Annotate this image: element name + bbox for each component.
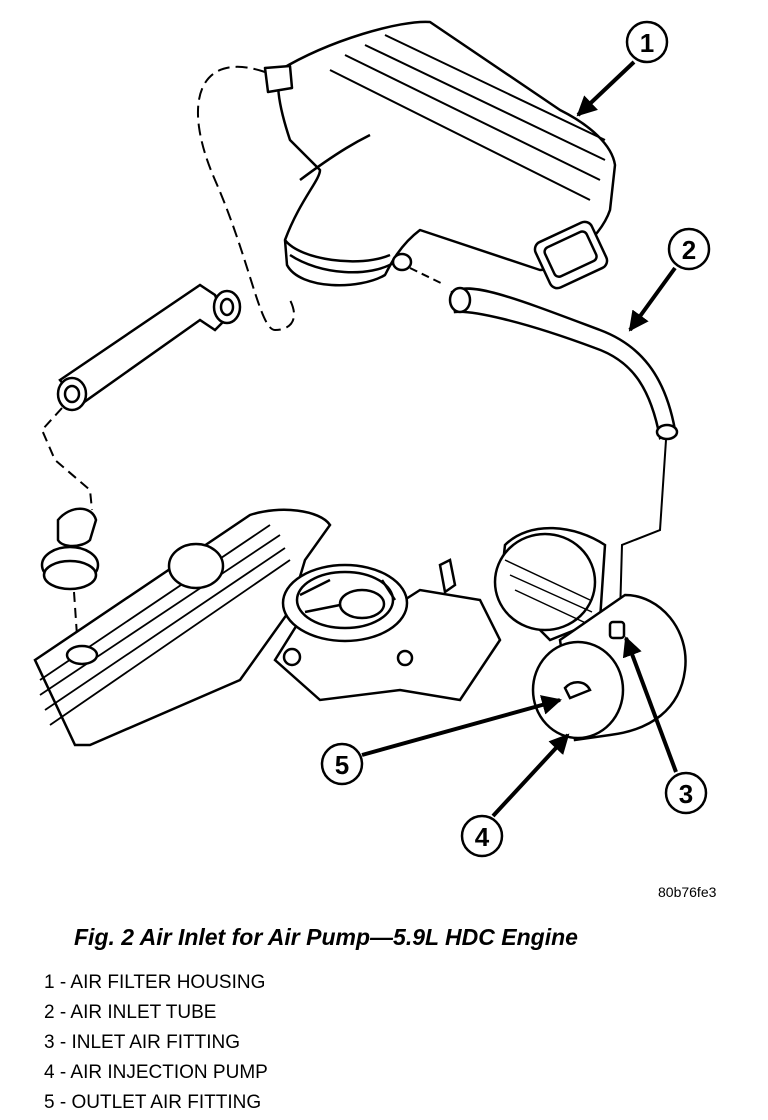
hose-route-left bbox=[196, 65, 295, 332]
legend-item-number: 3 bbox=[44, 1032, 55, 1053]
left-elbow-tube bbox=[56, 283, 242, 412]
tube-route-dash bbox=[40, 407, 93, 511]
legend-item: 1 - AIR FILTER HOUSING bbox=[44, 972, 266, 993]
callout-4: 4 bbox=[460, 733, 570, 858]
legend-item: 3 - INLET AIR FITTING bbox=[44, 1032, 241, 1053]
figure-caption: Fig. 2 Air Inlet for Air Pump—5.9L HDC E… bbox=[74, 924, 578, 950]
valve-cover-fitting bbox=[40, 507, 100, 591]
legend-item-text: AIR FILTER HOUSING bbox=[70, 972, 266, 993]
callout-5: 5 bbox=[320, 695, 562, 786]
callout-1: 1 bbox=[576, 20, 669, 117]
legend-item: 5 - OUTLET AIR FITTING bbox=[44, 1092, 262, 1113]
legend-item: 2 - AIR INLET TUBE bbox=[44, 1002, 217, 1023]
engine-diagram: 1 2 3 4 5 bbox=[33, 20, 711, 858]
legend-item-number: 5 bbox=[44, 1092, 55, 1113]
callout-4-label: 4 bbox=[475, 822, 490, 852]
legend-item-text: AIR INJECTION PUMP bbox=[70, 1062, 268, 1083]
legend-list: 1 - AIR FILTER HOUSING 2 - AIR INLET TUB… bbox=[44, 968, 268, 1118]
housing-to-tube-dash bbox=[409, 267, 446, 286]
callout-1-label: 1 bbox=[640, 28, 654, 58]
air-injection-pump bbox=[493, 526, 687, 742]
legend-item-text: INLET AIR FITTING bbox=[71, 1032, 241, 1053]
callout-5-label: 5 bbox=[335, 750, 349, 780]
pulley-assembly bbox=[273, 558, 502, 702]
air-inlet-tube bbox=[448, 286, 679, 441]
legend-item-number: 1 bbox=[44, 972, 55, 993]
callout-3-label: 3 bbox=[679, 779, 693, 809]
inlet-tube-route-dash bbox=[619, 439, 667, 616]
callout-2: 2 bbox=[628, 227, 711, 332]
figure-id-code: 80b76fe3 bbox=[658, 884, 717, 900]
legend-item: 4 - AIR INJECTION PUMP bbox=[44, 1062, 268, 1083]
callout-2-label: 2 bbox=[682, 235, 696, 265]
callout-3: 3 bbox=[622, 636, 708, 815]
legend-item-number: 4 bbox=[44, 1062, 55, 1083]
valve-cover bbox=[33, 508, 332, 747]
legend-item-number: 2 bbox=[44, 1002, 55, 1023]
legend-item-text: AIR INLET TUBE bbox=[70, 1002, 217, 1023]
legend-item-text: OUTLET AIR FITTING bbox=[71, 1092, 262, 1113]
air-filter-housing bbox=[263, 20, 617, 290]
